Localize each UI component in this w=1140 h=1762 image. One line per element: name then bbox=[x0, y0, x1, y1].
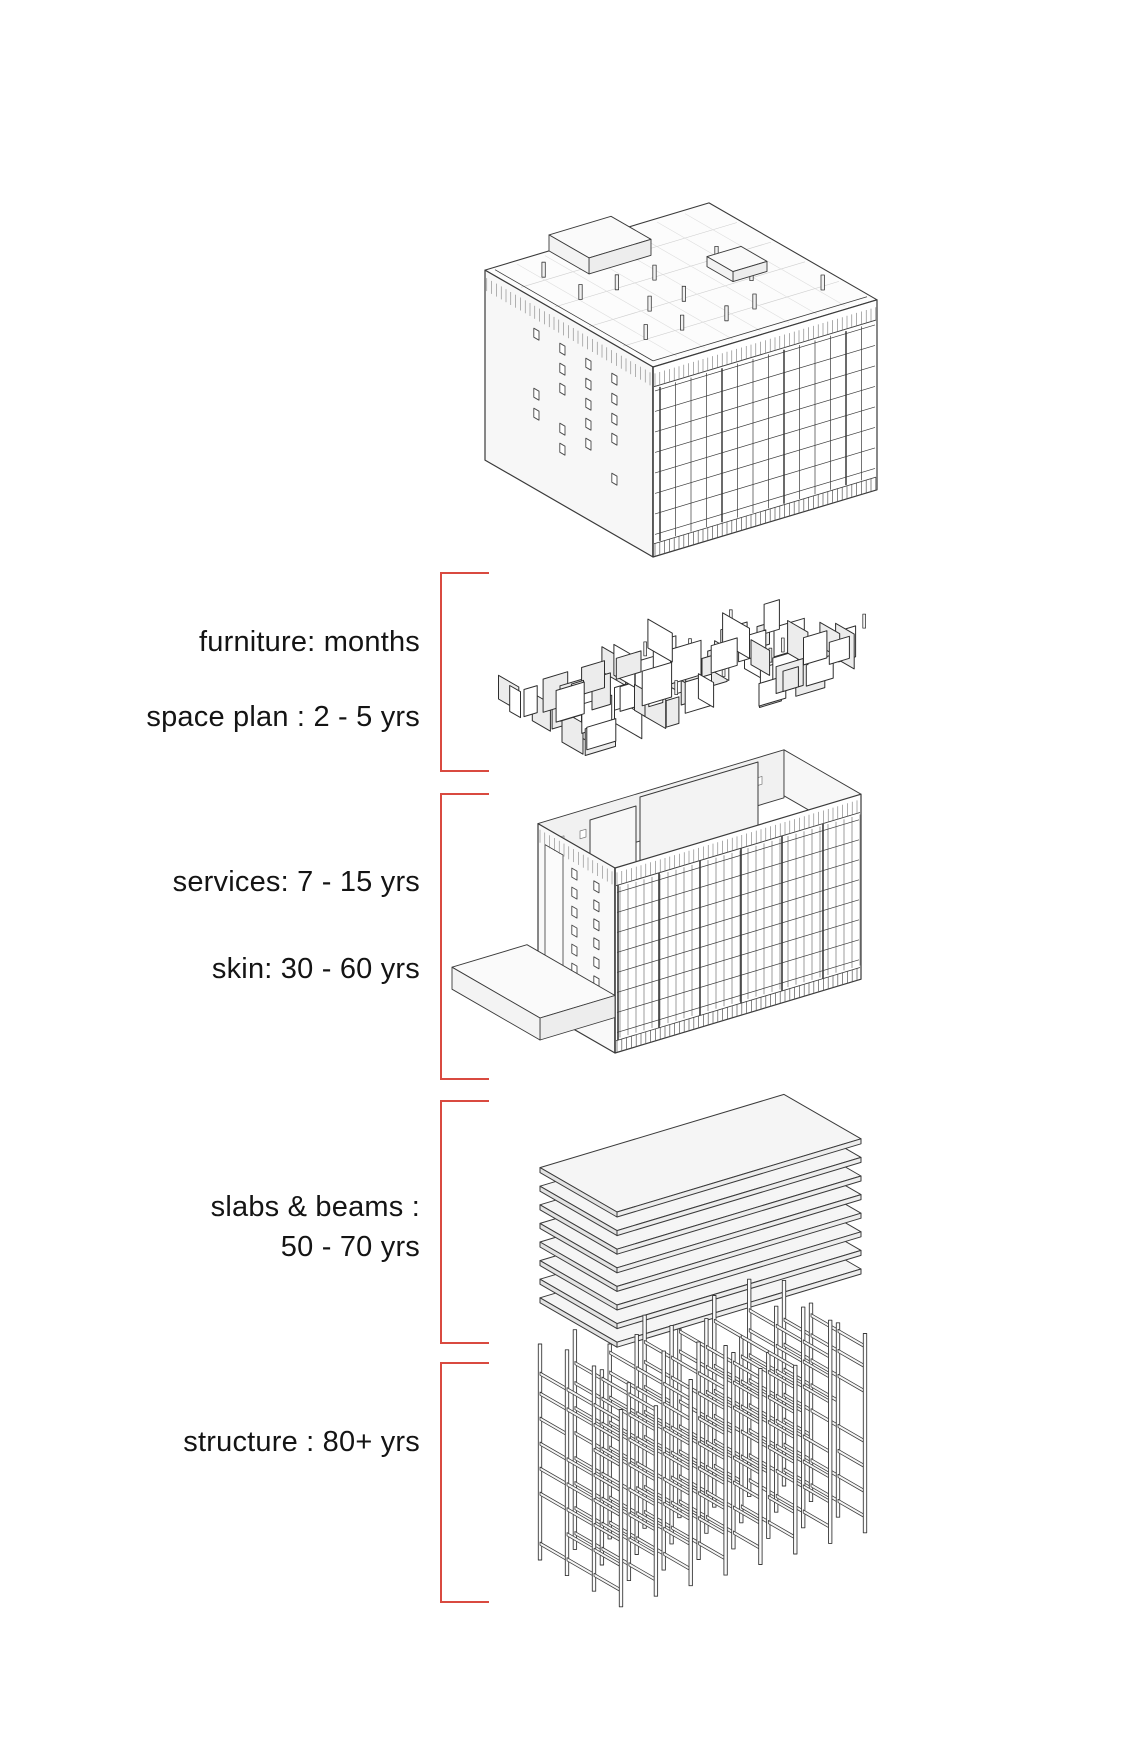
furniture-space-plan-drawing bbox=[498, 599, 866, 756]
label-structure: structure : 80+ yrs bbox=[183, 1426, 420, 1458]
services-skin-drawing bbox=[451, 749, 862, 1054]
label-skin: skin: 30 - 60 yrs bbox=[211, 953, 420, 985]
structure-drawing bbox=[537, 1278, 868, 1608]
bracket-furniture-space-plan bbox=[440, 572, 489, 772]
label-space-plan: space plan : 2 - 5 yrs bbox=[146, 701, 420, 733]
label-slabs-years: 50 - 70 yrs bbox=[280, 1231, 420, 1263]
slabs-beams-drawing bbox=[539, 1093, 862, 1348]
label-services: services: 7 - 15 yrs bbox=[172, 866, 420, 898]
label-furniture: furniture: months bbox=[199, 626, 420, 658]
complete-building-drawing bbox=[484, 202, 878, 558]
bracket-slabs-beams bbox=[440, 1100, 489, 1344]
label-slabs-beams: slabs & beams : bbox=[210, 1191, 420, 1223]
bracket-services-skin bbox=[440, 793, 489, 1080]
bracket-structure bbox=[440, 1362, 489, 1603]
